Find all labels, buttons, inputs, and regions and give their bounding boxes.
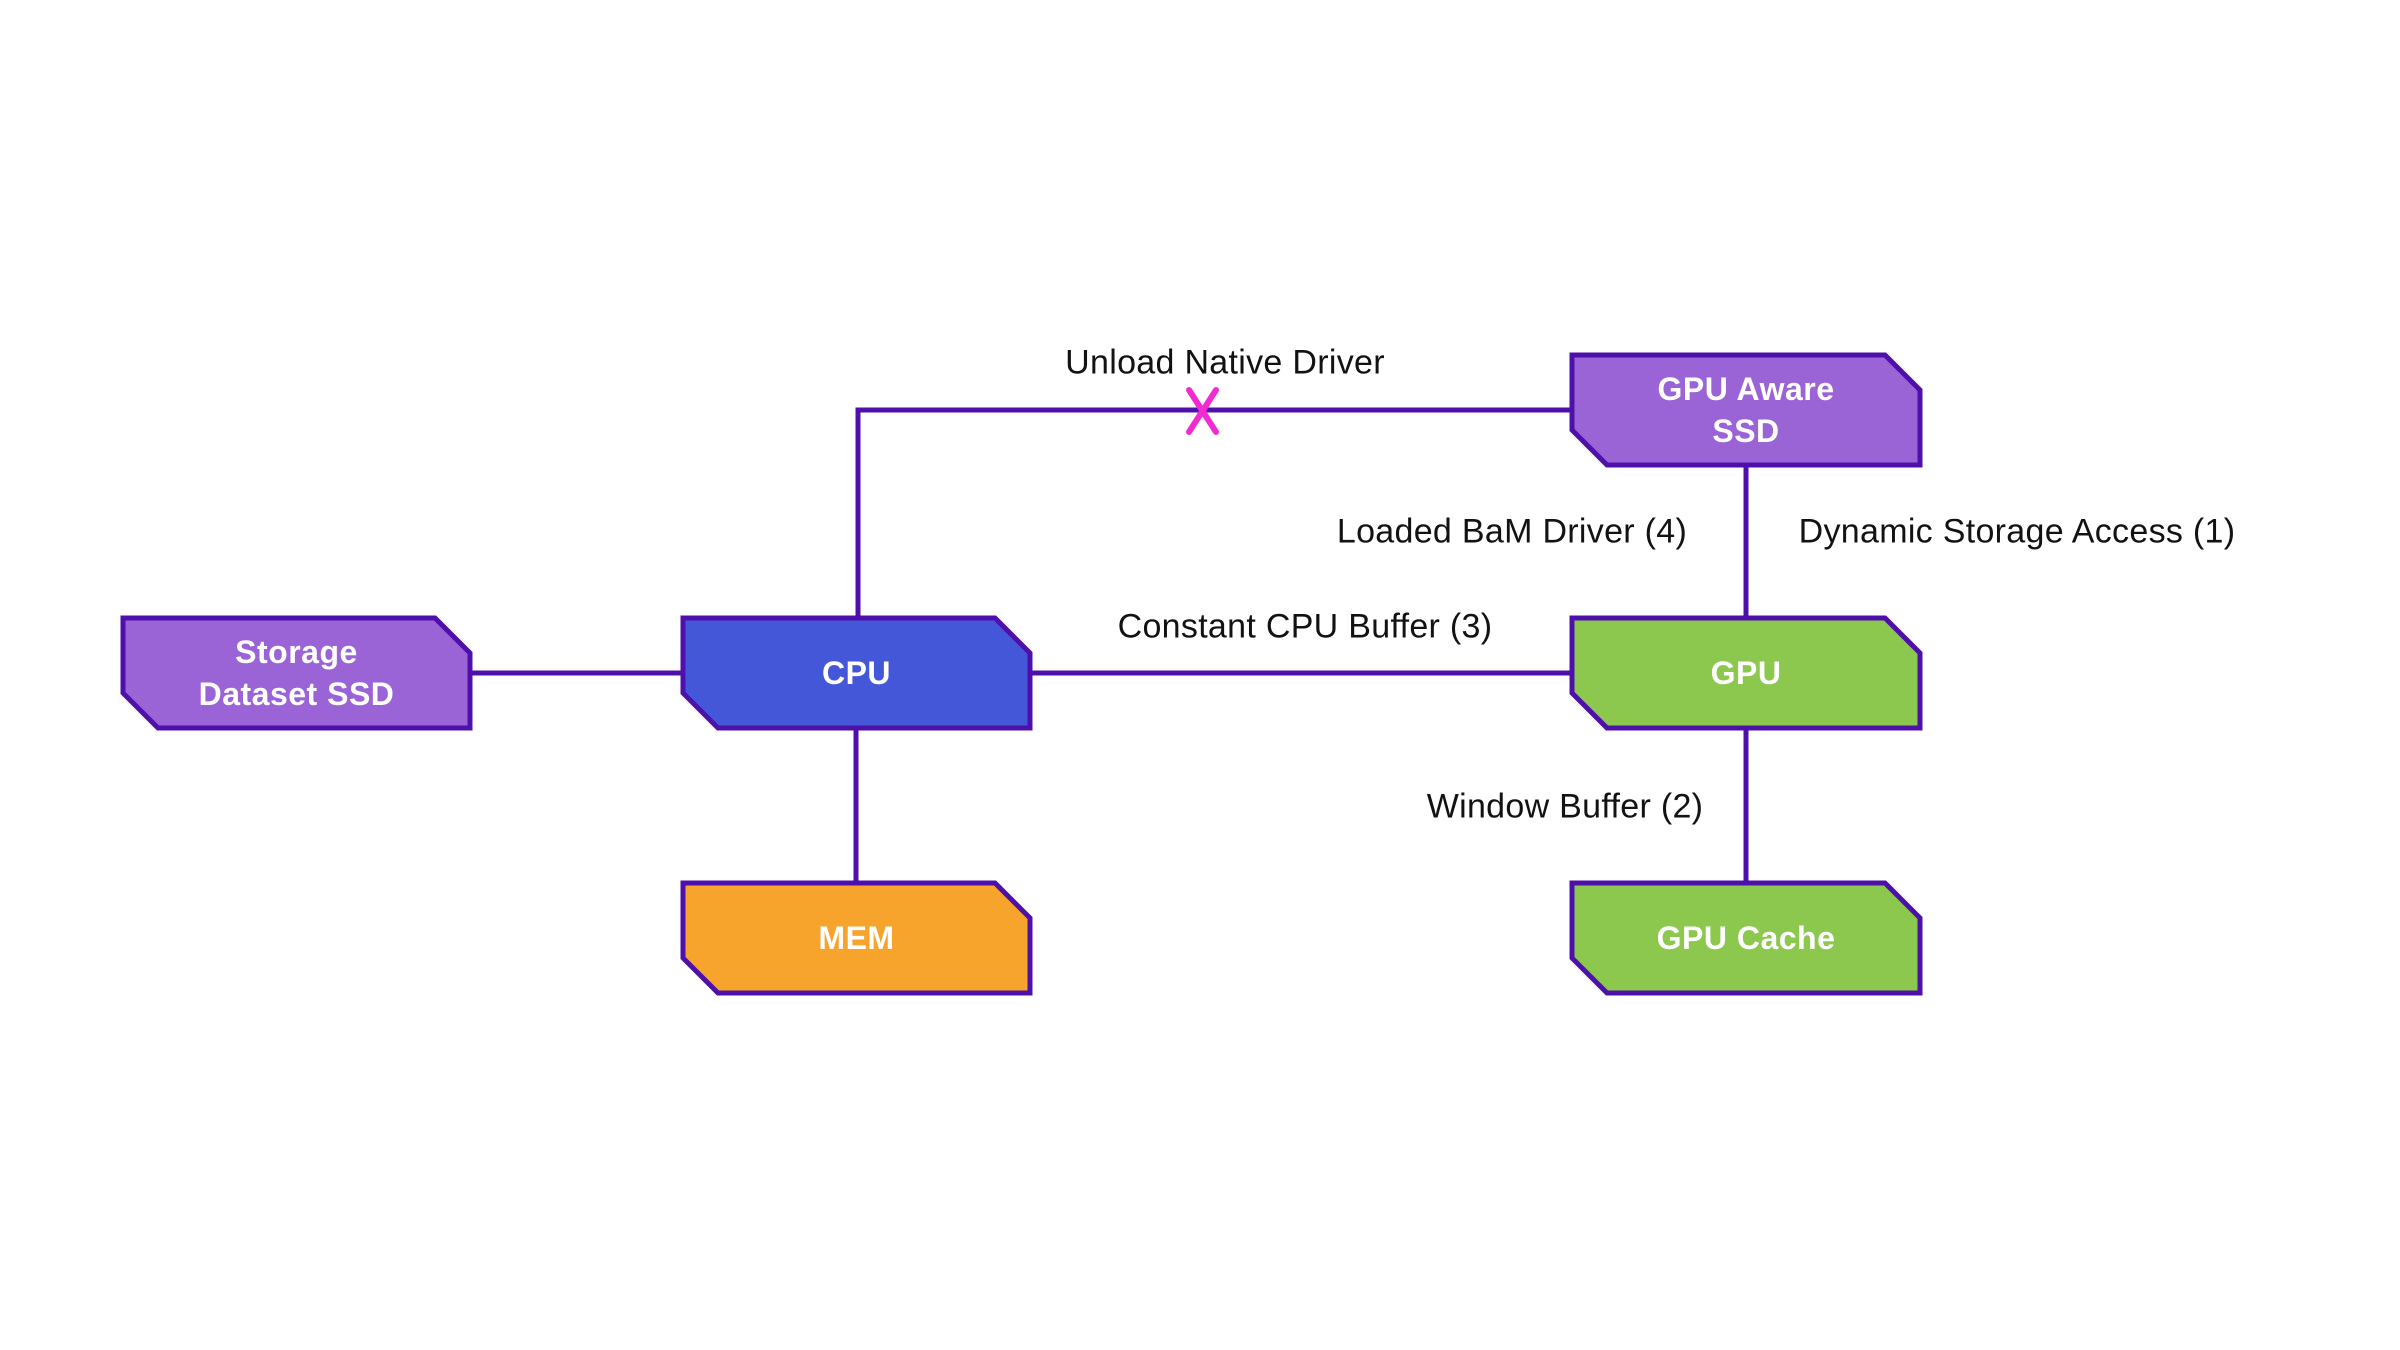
edge-label-constant-cpu-buffer: Constant CPU Buffer (3) xyxy=(1117,607,1493,646)
edge-label-dynamic-storage-access: Dynamic Storage Access (1) xyxy=(1798,512,2236,551)
gpu-aware-ssd-node-shape xyxy=(1569,352,1923,468)
connector-cpu-gpu-aware-ssd xyxy=(855,407,1572,618)
storage-dataset-ssd-node-shape xyxy=(120,615,473,731)
cpu-node-shape xyxy=(680,615,1033,731)
mem-node-shape xyxy=(680,880,1033,996)
gpu-cache-node-shape xyxy=(1569,880,1923,996)
edge-label-loaded-bam-driver: Loaded BaM Driver (4) xyxy=(1336,512,1688,551)
edge-label-unload-native-driver: Unload Native Driver xyxy=(1065,343,1385,382)
edge-label-window-buffer: Window Buffer (2) xyxy=(1426,787,1704,826)
x-mark-icon xyxy=(1186,387,1219,435)
x-mark-stroke xyxy=(1186,387,1219,435)
gpu-node-shape xyxy=(1569,615,1923,731)
